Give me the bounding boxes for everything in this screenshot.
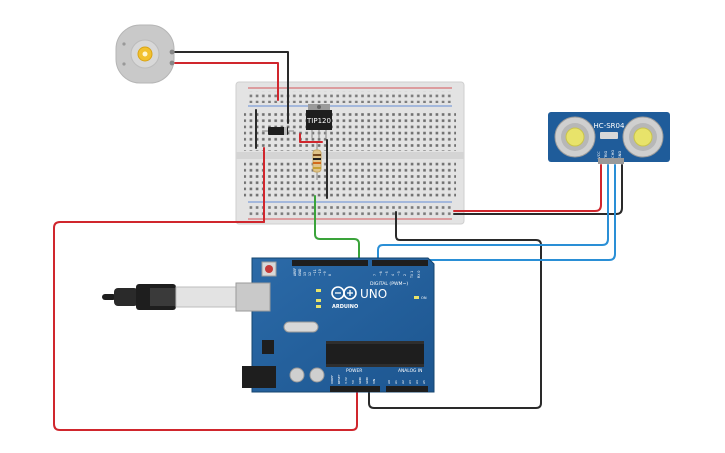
sensor-pin-trig: TRIG bbox=[604, 151, 608, 161]
pin-label: ~10 bbox=[318, 269, 322, 276]
pin-label: A2 bbox=[401, 380, 405, 384]
pin-label: 13 bbox=[303, 272, 307, 276]
on-led-label: ON bbox=[421, 296, 427, 300]
wire-sensor-trig[interactable] bbox=[377, 164, 609, 259]
pin-label: ~3 bbox=[397, 271, 401, 276]
board-brand: ARDUINO bbox=[332, 304, 358, 310]
header-analog bbox=[386, 386, 428, 392]
pin-label: GND bbox=[298, 268, 302, 276]
pin-label: ~9 bbox=[323, 271, 327, 276]
dc-motor[interactable] bbox=[115, 24, 175, 84]
pin-label: TX 1 bbox=[410, 271, 414, 279]
diode[interactable] bbox=[262, 127, 294, 135]
pin-label: 3.3V bbox=[344, 376, 348, 384]
usb-cable bbox=[102, 284, 237, 310]
pin-label: A0 bbox=[387, 380, 391, 384]
sensor-pin-vcc: VCC bbox=[597, 151, 601, 159]
header-top-right bbox=[372, 260, 428, 266]
arduino-uno-board[interactable]: AREF GND 13 12 ~11 ~10 ~9 8 7 ~6 ~5 4 ~3… bbox=[102, 257, 435, 393]
motor-terminal[interactable] bbox=[169, 60, 175, 66]
motor-wire-black[interactable] bbox=[174, 51, 289, 124]
resistor[interactable] bbox=[312, 143, 322, 180]
pin-label: RESET bbox=[337, 374, 341, 384]
wire-gnd-black[interactable] bbox=[368, 211, 542, 409]
sensor-pin-gnd: GND bbox=[618, 151, 622, 159]
arduino-logo-icon bbox=[331, 286, 357, 300]
pin-label: ~5 bbox=[385, 271, 389, 276]
wire-sensor-gnd[interactable] bbox=[453, 164, 623, 215]
pin-label: GND bbox=[365, 376, 369, 384]
pin-label: VIN bbox=[372, 379, 376, 384]
atmega-chip bbox=[326, 344, 424, 364]
sensor-label: HC-SR04 bbox=[594, 122, 625, 130]
pin-label: 12 bbox=[308, 272, 312, 276]
tip120-transistor[interactable]: TIP120 bbox=[306, 104, 332, 138]
pin-label: A3 bbox=[408, 380, 412, 384]
power-header-label: POWER bbox=[346, 368, 362, 374]
board-model: UNO bbox=[360, 287, 387, 301]
pin-label: 7 bbox=[373, 274, 377, 276]
transistor-label: TIP120 bbox=[306, 117, 331, 125]
analog-header-label: ANALOG IN bbox=[398, 368, 422, 374]
pin-label: GND bbox=[358, 376, 362, 384]
wire-sensor-vcc[interactable] bbox=[453, 164, 602, 212]
pin-label: RX 0 bbox=[417, 271, 421, 278]
digital-header-label: DIGITAL (PWM~) bbox=[370, 281, 408, 287]
wire-5v-red[interactable] bbox=[53, 221, 358, 431]
breadboard bbox=[235, 81, 465, 225]
sensor-pin-echo: ECHO bbox=[611, 150, 615, 160]
pin-label: A5 bbox=[422, 380, 426, 384]
ultrasonic-sensor[interactable]: HC-SR04 VCC TRIG ECHO GND bbox=[548, 112, 670, 164]
header-power bbox=[330, 386, 380, 392]
pin-label: IOREF bbox=[330, 375, 334, 384]
pin-label: ~6 bbox=[379, 271, 383, 276]
pin-label: ~11 bbox=[313, 269, 317, 276]
usb-port bbox=[235, 282, 271, 312]
motor-wire-red[interactable] bbox=[174, 62, 279, 101]
pin-label: 4 bbox=[391, 274, 395, 276]
pin-label: 2 bbox=[403, 274, 407, 276]
pin-label: A1 bbox=[394, 380, 398, 384]
pin-label: 5V bbox=[351, 379, 355, 384]
wire-signal-green[interactable] bbox=[314, 195, 360, 259]
motor-terminal[interactable] bbox=[169, 49, 175, 55]
header-top-left bbox=[292, 260, 368, 266]
pin-label: AREF bbox=[293, 268, 297, 276]
pin-label: 8 bbox=[328, 274, 332, 276]
power-jack bbox=[242, 366, 276, 388]
pin-label: A4 bbox=[415, 380, 419, 384]
jumper-red-mid[interactable] bbox=[299, 133, 323, 143]
